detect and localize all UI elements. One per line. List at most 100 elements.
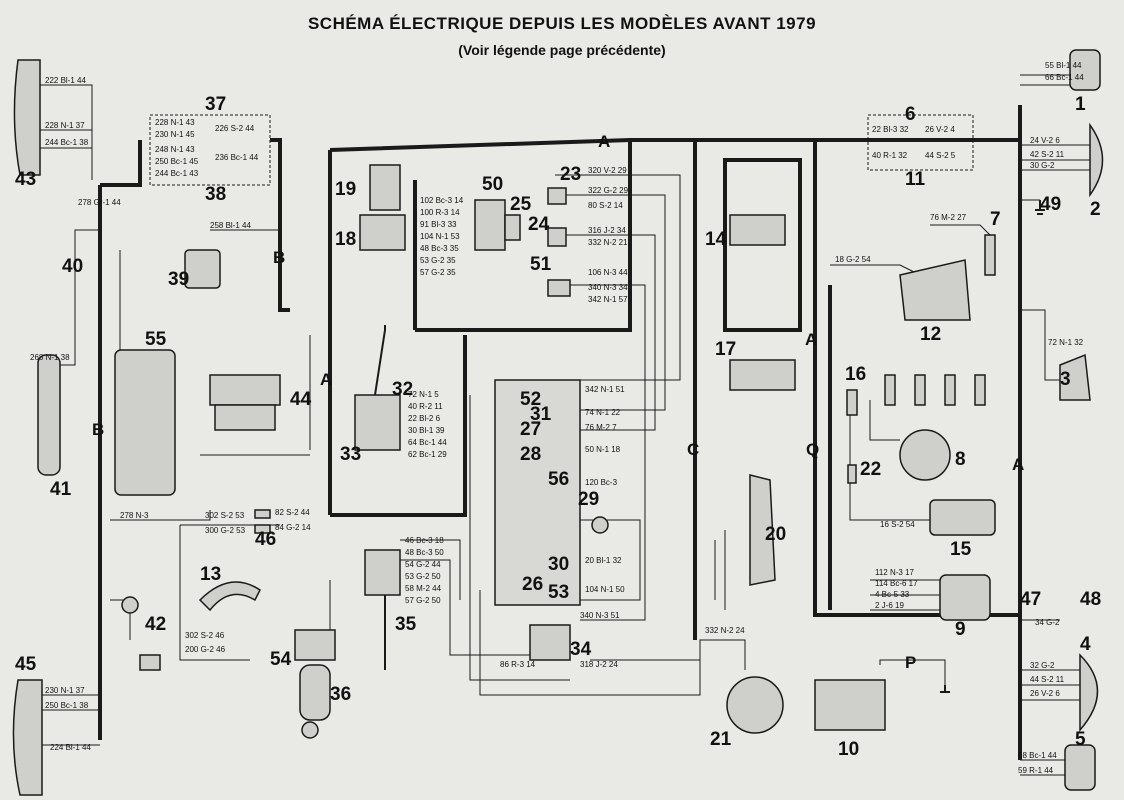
wire-label: 54 G-2 44	[405, 560, 441, 569]
component-number: 6	[905, 104, 916, 125]
component-number: 3	[1060, 369, 1071, 390]
wire-label: 72 N-1 32	[1048, 338, 1084, 347]
component-number: 19	[335, 179, 356, 200]
component-number: 16	[845, 364, 866, 385]
wire-label: 66 Bc-1 44	[1045, 73, 1084, 82]
wire-label: 68 Bc-1 44	[1018, 751, 1057, 760]
component-number: 33	[340, 444, 361, 465]
component-number: 56	[548, 469, 569, 490]
switch-35-icon	[364, 549, 401, 596]
component-number: 9	[955, 619, 966, 640]
component-number: 37	[205, 94, 226, 115]
headlamp-right-icon	[1089, 122, 1104, 198]
component-number: 49	[1040, 194, 1061, 215]
bus-letter: A	[1012, 455, 1024, 474]
oil-pressure-switch-icon	[984, 234, 996, 276]
ignition-lock-icon	[299, 664, 331, 721]
wire-label: 59 R-1 44	[1018, 766, 1054, 775]
component-number: 45	[15, 654, 37, 675]
wire-label: 342 N-1 51	[585, 385, 625, 394]
wire-label: 26 V-2 4	[925, 125, 955, 134]
component-number: 2	[1090, 199, 1101, 220]
component-number: 17	[715, 339, 736, 360]
component-number: 54	[270, 649, 292, 670]
component-number: 46	[255, 529, 276, 550]
component-number: 15	[950, 539, 972, 560]
bus-letter: C	[687, 440, 699, 459]
side-lamp-icon	[37, 354, 61, 476]
wire-label: 82 S-2 44	[275, 508, 310, 517]
wire-label: 248 N-1 43	[155, 145, 195, 154]
component-number: 10	[838, 739, 859, 760]
wire-label: 2 J-6 19	[875, 601, 904, 610]
wire-label: 58 M-2 44	[405, 584, 442, 593]
component-number: 13	[200, 564, 221, 585]
wire-label: 222 Bl-1 44	[45, 76, 86, 85]
wire-label: 72 N-1 5	[408, 390, 439, 399]
ignition-connector-icon	[294, 629, 336, 661]
wire-label: 42 S-2 11	[1030, 150, 1065, 159]
fan-icon	[547, 227, 567, 247]
wire-label: 40 R-2 11	[408, 402, 443, 411]
wire-label: 322 G-2 29	[588, 186, 629, 195]
component-number: 53	[548, 582, 569, 603]
wire-label: 30 Bl-1 39	[408, 426, 445, 435]
component-number: 32	[392, 379, 413, 400]
wire-label: 342 N-1 57	[588, 295, 628, 304]
main-harness	[98, 105, 1022, 760]
wire-label: 244 Bc-1 43	[155, 169, 199, 178]
bus-letter: A	[805, 330, 817, 349]
distributor-icon	[899, 429, 951, 481]
wire-label: 44 S-2 11	[1030, 675, 1065, 684]
switch-block-50-icon	[474, 199, 506, 251]
component-number: 47	[1020, 589, 1041, 610]
wire-label: 64 Bc-1 44	[408, 438, 447, 447]
starter-motor-icon	[899, 259, 971, 321]
wire-label: 18 G-2 54	[835, 255, 871, 264]
wire-label: 236 Bc-1 44	[215, 153, 259, 162]
component-number: 21	[710, 729, 732, 750]
wire-label: 302 S-2 46	[185, 631, 225, 640]
wire-label: 32 G-2	[1030, 661, 1055, 670]
bus-letter: A	[598, 132, 610, 151]
wire-label: 57 G-2 50	[405, 596, 441, 605]
wire-label: 62 Bc-1 29	[408, 450, 447, 459]
component-number: 18	[335, 229, 356, 250]
wire-label: 53 G-2 35	[420, 256, 456, 265]
component-number: 14	[705, 229, 727, 250]
wire-label: 74 N-1 22	[585, 408, 621, 417]
wire-label: 26 V-2 6	[1030, 689, 1060, 698]
connector-34-icon	[529, 624, 571, 661]
wire-label: 30 G-2	[1030, 161, 1055, 170]
bus-letter: A	[320, 370, 332, 389]
wire-label: 228 N-1 43	[155, 118, 195, 127]
wire-label: 48 Bc-3 50	[405, 548, 444, 557]
component-number: 26	[522, 574, 543, 595]
component-number: 23	[560, 164, 581, 185]
wire-label: 332 N-2 24	[705, 626, 745, 635]
bus-letter: B	[92, 420, 104, 439]
component-number: 38	[205, 184, 226, 205]
wire-label: 250 Bc-1 45	[155, 157, 199, 166]
component-number: 1	[1075, 94, 1086, 115]
wire-label: 320 V-2 29	[588, 166, 627, 175]
wire-label: 20 Bl-1 32	[585, 556, 622, 565]
wire-label: 300 G-2 53	[205, 526, 246, 535]
component-number: 12	[920, 324, 941, 345]
diagram-title: SCHÉMA ÉLECTRIQUE DEPUIS LES MODÈLES AVA…	[307, 14, 817, 33]
hazard-switch-icon	[504, 214, 521, 241]
bus-letters: A A A A B B C Q P	[92, 132, 1024, 672]
component-number: 55	[145, 329, 167, 350]
warning-unit-19-icon	[369, 164, 401, 211]
wire-label: 250 Bc-1 38	[45, 701, 89, 710]
wire-label: 48 Bc-3 35	[420, 244, 459, 253]
tachometer-icon	[547, 187, 567, 205]
connector-39-icon	[184, 249, 221, 289]
component-number: 34	[570, 639, 592, 660]
wire-label: 86 R-3 14	[500, 660, 536, 669]
wire-label: 106 N-3 44	[588, 268, 628, 277]
component-number: 28	[520, 444, 541, 465]
component-number: 43	[15, 169, 36, 190]
